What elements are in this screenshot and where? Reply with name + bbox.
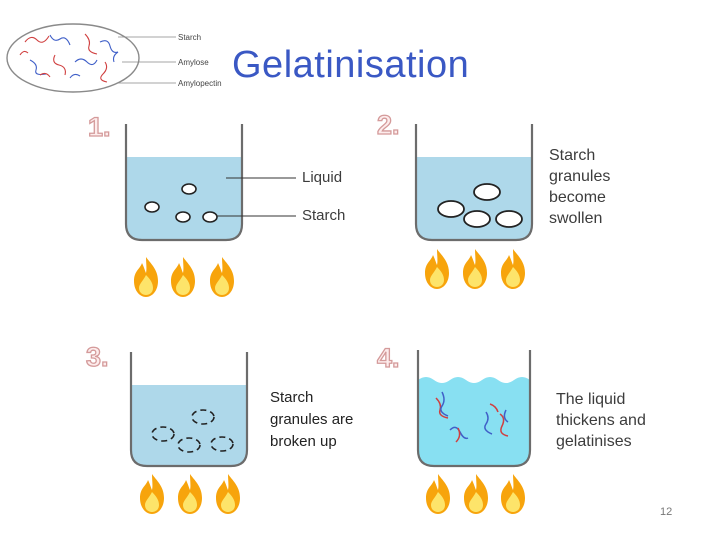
starch-legend-diagram [6, 23, 176, 93]
flame-icon-group-1 [134, 257, 234, 297]
step-number-2: 2. [376, 109, 400, 140]
beaker-4 [416, 350, 532, 468]
flame-icon-group-3 [140, 474, 240, 514]
beaker-3 [129, 352, 249, 468]
beaker-1 [124, 124, 296, 242]
legend-label-starch: Starch [178, 33, 202, 42]
step-2-description: Starch granules become swollen [549, 147, 611, 227]
step-number-3: 3. [85, 341, 109, 372]
page-title: Gelatinisation [232, 44, 470, 86]
step-number-4: 4. [376, 342, 400, 373]
label-liquid: Liquid [302, 169, 343, 186]
legend-label-amylopectin: Amylopectin [178, 79, 222, 88]
legend-label-amylose: Amylose [178, 58, 209, 67]
step-3-description: Starch granules are broken up [270, 389, 354, 450]
step-4-description: The liquid thickens and gelatinises [556, 391, 646, 450]
label-starch: Starch [302, 207, 346, 224]
step-number-1: 1. [87, 111, 111, 142]
flame-icon-group-2 [425, 249, 525, 289]
flame-icon-group-4 [426, 474, 525, 514]
page-number: 12 [660, 506, 673, 518]
beaker-2 [414, 124, 534, 242]
